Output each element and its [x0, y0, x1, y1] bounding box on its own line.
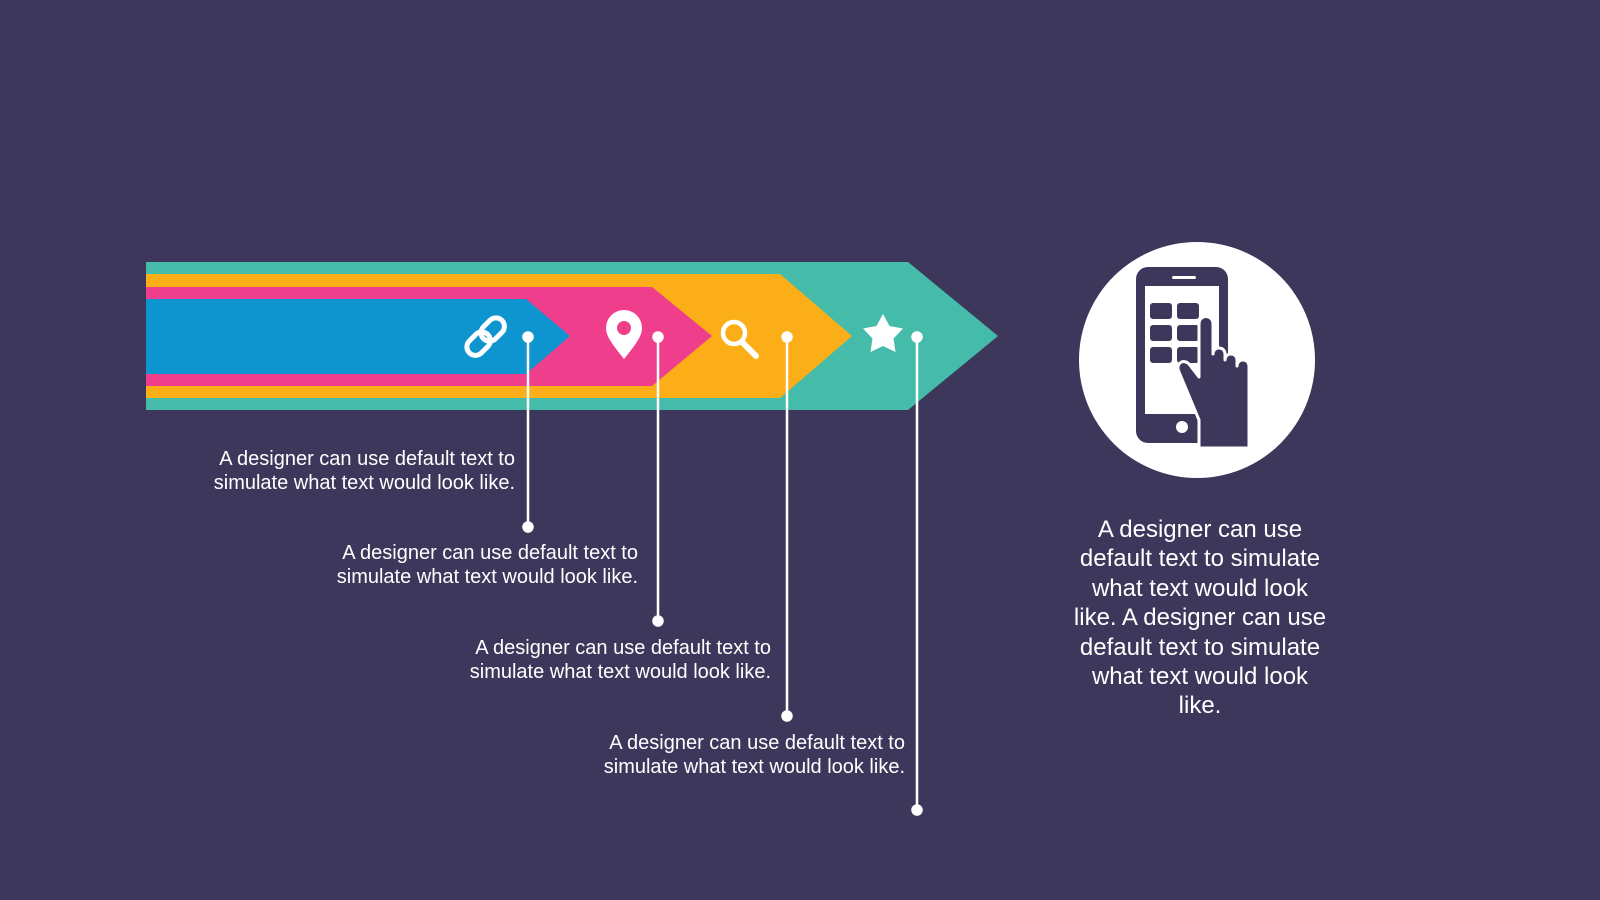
callout-text-3: A designer can use default text to simul…: [469, 637, 771, 683]
blue-arrow-band: [146, 299, 570, 374]
leader-dot-bottom-1: [522, 521, 534, 533]
leader-dot-bottom-4: [911, 804, 923, 816]
link-icon: [464, 315, 507, 358]
smartphone-touch-icon: [1136, 267, 1251, 450]
star-icon: [863, 314, 903, 352]
callout-text-4: A designer can use default text to simul…: [603, 732, 905, 778]
phone-icon-circle: [1079, 242, 1315, 478]
leader-dot-bottom-3: [781, 710, 793, 722]
side-description: A designer can use default text to simul…: [1073, 516, 1327, 720]
leader-dot-top-1: [522, 331, 534, 343]
leader-dot-bottom-2: [652, 615, 664, 627]
map-pin-icon: [606, 310, 642, 359]
callout-text-2: A designer can use default text to simul…: [336, 542, 638, 588]
leader-dot-top-4: [911, 331, 923, 343]
leader-dot-top-2: [652, 331, 664, 343]
callout-text-1: A designer can use default text to simul…: [213, 448, 515, 494]
leader-dot-top-3: [781, 331, 793, 343]
search-icon: [720, 319, 759, 359]
